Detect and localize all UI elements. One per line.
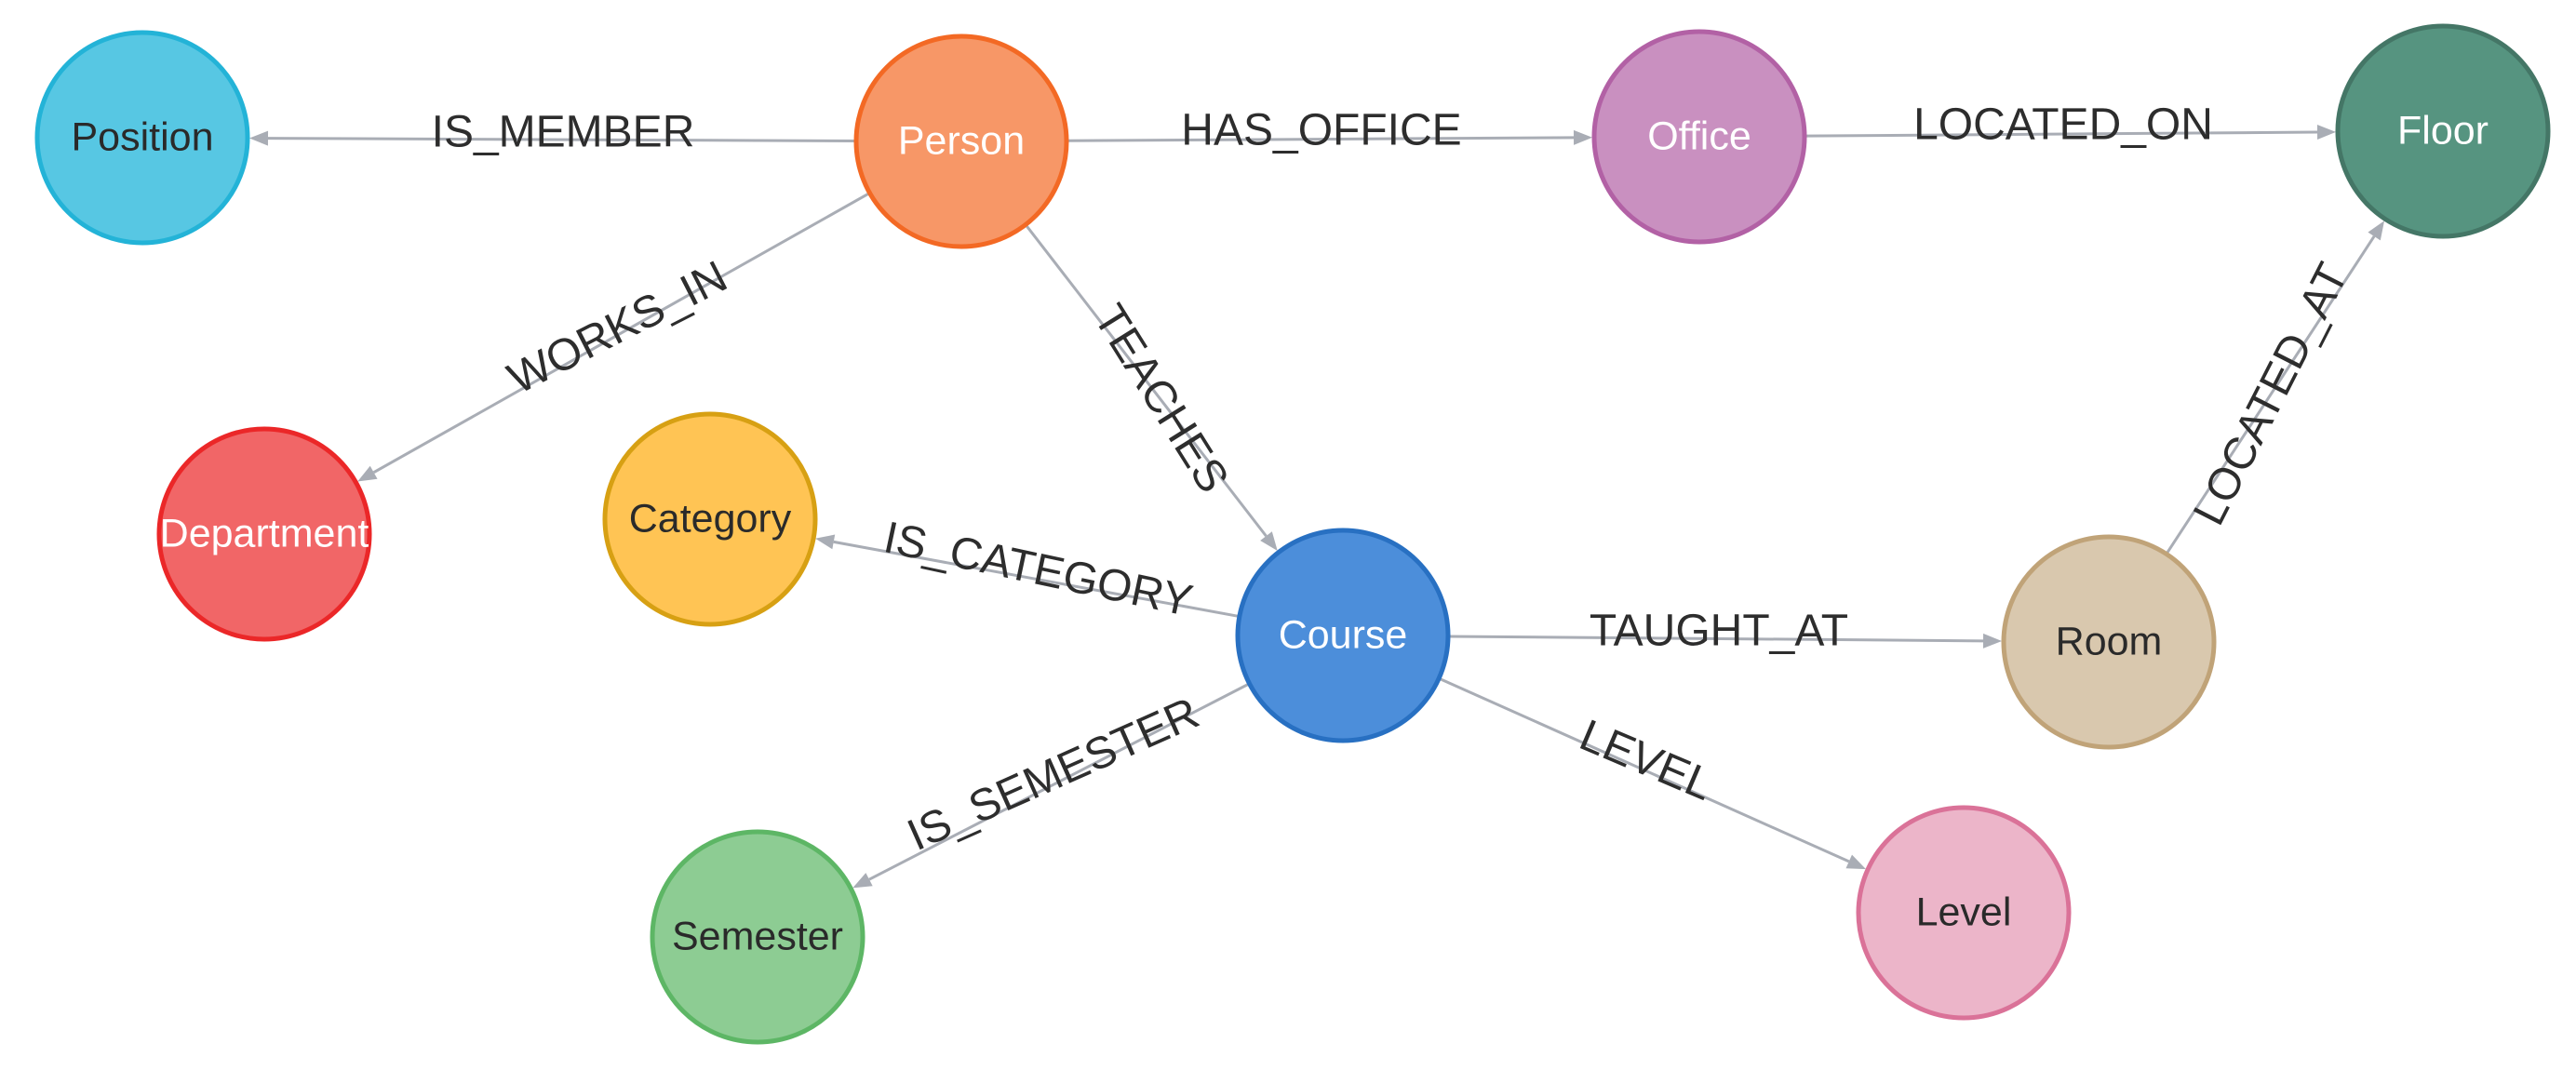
node-floor[interactable]: Floor (2335, 23, 2551, 239)
arrow-head-icon (1573, 129, 1593, 145)
node-label: Semester (672, 914, 843, 958)
edge-line (267, 137, 857, 142)
edge-label: TAUGHT_AT (1590, 607, 1848, 656)
edge-label: HAS_OFFICE (1181, 106, 1461, 155)
edge-line (1066, 136, 1575, 142)
edge-line (2165, 235, 2376, 555)
edges-layer: IS_MEMBER HAS_OFFICE LOCATED_ON WORKS_IN TEA… (248, 100, 2385, 889)
node-circle (1591, 29, 1807, 245)
node-label: Level (1916, 889, 2012, 934)
node-position[interactable]: Position (34, 30, 250, 246)
edge-course-category[interactable]: IS_CATEGORY (815, 513, 1241, 626)
node-level[interactable]: Level (1856, 805, 2072, 1021)
edge-label: LEVEL (1573, 711, 1720, 810)
arrow-head-icon (1260, 531, 1278, 551)
edge-course-semester[interactable]: IS_SEMESTER (852, 682, 1251, 889)
node-circle (1856, 805, 2072, 1021)
edge-line (1447, 635, 1984, 643)
arrow-head-icon (2316, 125, 2337, 140)
edge-line (1024, 223, 1268, 538)
node-label: Department (160, 511, 369, 555)
node-circle (650, 829, 865, 1045)
node-circle (156, 426, 372, 642)
arrow-head-icon (815, 534, 836, 550)
node-circle (34, 30, 250, 246)
edge-line (833, 540, 1241, 619)
node-label: Category (629, 496, 792, 541)
node-category[interactable]: Category (602, 411, 818, 627)
edge-person-department[interactable]: WORKS_IN (357, 192, 871, 482)
node-circle (2001, 534, 2217, 750)
node-label: Person (898, 118, 1025, 163)
node-label: Room (2056, 619, 2163, 663)
node-label: Position (72, 114, 214, 159)
node-department[interactable]: Department (156, 426, 372, 642)
node-circle (1235, 528, 1451, 743)
edge-label: TEACHES (1084, 296, 1238, 501)
node-label: Course (1279, 612, 1408, 657)
edge-line (1438, 676, 1850, 863)
edge-line (868, 682, 1251, 881)
edge-label: IS_SEMESTER (901, 689, 1207, 861)
node-room[interactable]: Room (2001, 534, 2217, 750)
arrow-head-icon (248, 130, 269, 146)
node-circle (2335, 23, 2551, 239)
node-label: Floor (2397, 108, 2489, 153)
node-semester[interactable]: Semester (650, 829, 865, 1045)
node-person[interactable]: Person (853, 33, 1069, 249)
edge-line (1804, 130, 2318, 138)
edge-label: LOCATED_ON (1913, 100, 2213, 150)
edge-label: LOCATED_AT (2184, 256, 2358, 533)
edge-label: IS_MEMBER (432, 108, 695, 157)
edge-person-position[interactable]: IS_MEMBER (248, 108, 857, 157)
arrow-head-icon (852, 873, 873, 889)
arrow-head-icon (357, 465, 378, 482)
arrow-head-icon (1982, 633, 2003, 649)
edge-course-level[interactable]: LEVEL (1438, 676, 1867, 870)
node-course[interactable]: Course (1235, 528, 1451, 743)
edge-person-course[interactable]: TEACHES (1024, 223, 1278, 551)
edge-line (372, 192, 871, 475)
edge-person-office[interactable]: HAS_OFFICE (1066, 106, 1593, 155)
edge-course-room[interactable]: TAUGHT_AT (1447, 607, 2003, 656)
edge-label: IS_CATEGORY (879, 513, 1197, 626)
edge-office-floor[interactable]: LOCATED_ON (1804, 100, 2337, 150)
node-circle (602, 411, 818, 627)
edge-room-floor[interactable]: LOCATED_AT (2165, 221, 2385, 555)
node-label: Office (1647, 114, 1751, 158)
arrow-head-icon (1845, 854, 1867, 870)
node-office[interactable]: Office (1591, 29, 1807, 245)
node-circle (853, 33, 1069, 249)
arrow-head-icon (2368, 221, 2385, 241)
edge-label: WORKS_IN (501, 252, 735, 404)
